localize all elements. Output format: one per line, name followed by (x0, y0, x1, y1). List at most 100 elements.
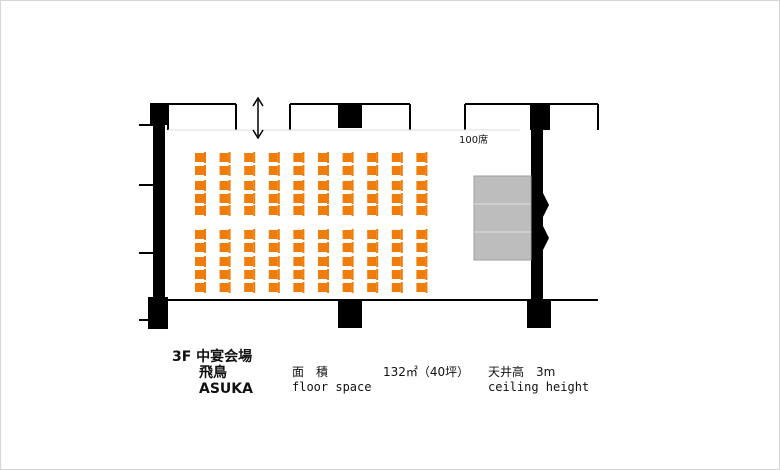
seat (244, 180, 256, 191)
seat (244, 269, 256, 280)
area-label-en: floor space (292, 380, 372, 394)
seat (293, 269, 305, 280)
seat (342, 152, 354, 163)
seat (244, 229, 256, 240)
seat (342, 205, 354, 216)
seat (342, 229, 354, 240)
seat (219, 229, 231, 240)
seat (318, 180, 329, 191)
seat (219, 269, 231, 280)
seat (195, 269, 206, 280)
seat (293, 256, 305, 267)
seat (219, 282, 231, 293)
partition-wall (531, 130, 549, 300)
seat (367, 193, 379, 204)
seat (391, 229, 403, 240)
seat (268, 193, 280, 204)
double-arrow-vertical-icon (252, 96, 264, 140)
seat (416, 152, 428, 163)
seat (244, 193, 256, 204)
seat (342, 180, 354, 191)
seat (416, 269, 428, 280)
seat (244, 242, 256, 253)
seat (318, 205, 329, 216)
seat (342, 282, 354, 293)
seat (367, 242, 379, 253)
ceiling-height-jp: 天井高 3m (488, 365, 556, 379)
seat (293, 282, 305, 293)
bottom-wall (168, 299, 598, 328)
seat (367, 205, 379, 216)
seat (268, 165, 280, 176)
seat (416, 242, 428, 253)
seat (318, 229, 329, 240)
seat (318, 256, 329, 267)
seat (318, 193, 329, 204)
seat (293, 205, 305, 216)
seat (416, 229, 428, 240)
seat (195, 242, 206, 253)
seat (268, 180, 280, 191)
seat (416, 165, 428, 176)
seat (219, 193, 231, 204)
seat (268, 242, 280, 253)
seat (367, 152, 379, 163)
stage (473, 175, 532, 261)
seat (367, 229, 379, 240)
seat (219, 180, 231, 191)
seat (318, 152, 329, 163)
seat (195, 180, 206, 191)
seat (293, 193, 305, 204)
seat (244, 256, 256, 267)
seat (293, 152, 305, 163)
seat (219, 165, 231, 176)
seat (318, 165, 329, 176)
seat (416, 282, 428, 293)
top-wall (167, 103, 599, 131)
seat (244, 165, 256, 176)
seat (268, 229, 280, 240)
seat (219, 256, 231, 267)
seat (342, 242, 354, 253)
seat (416, 256, 428, 267)
seat (293, 229, 305, 240)
seat (367, 180, 379, 191)
seat (367, 269, 379, 280)
seat (195, 205, 206, 216)
seat (342, 269, 354, 280)
ceiling-height-en: ceiling height (488, 380, 590, 394)
seat (219, 242, 231, 253)
seat (195, 229, 206, 240)
seat (244, 205, 256, 216)
seat (195, 256, 206, 267)
seat (367, 165, 379, 176)
seat (416, 193, 428, 204)
seat (391, 193, 403, 204)
seat (268, 205, 280, 216)
seat (391, 256, 403, 267)
seat (367, 256, 379, 267)
seat (416, 205, 428, 216)
room-name-en: ASUKA (199, 381, 253, 397)
seat (342, 256, 354, 267)
seat (268, 269, 280, 280)
seat (268, 152, 280, 163)
seat (391, 152, 403, 163)
area-label-jp: 面 積 (292, 365, 329, 379)
seat (391, 180, 403, 191)
room-name-jp: 飛鳥 (199, 365, 227, 381)
seat (293, 165, 305, 176)
seat (219, 205, 231, 216)
seat (293, 242, 305, 253)
seat (342, 165, 354, 176)
seat (391, 205, 403, 216)
seat (195, 282, 206, 293)
seat (195, 152, 206, 163)
seat (391, 165, 403, 176)
seat (318, 282, 329, 293)
seat (219, 152, 231, 163)
left-wall (139, 103, 168, 329)
seating-layout (195, 152, 428, 293)
capacity-label: 100席 (459, 135, 489, 146)
